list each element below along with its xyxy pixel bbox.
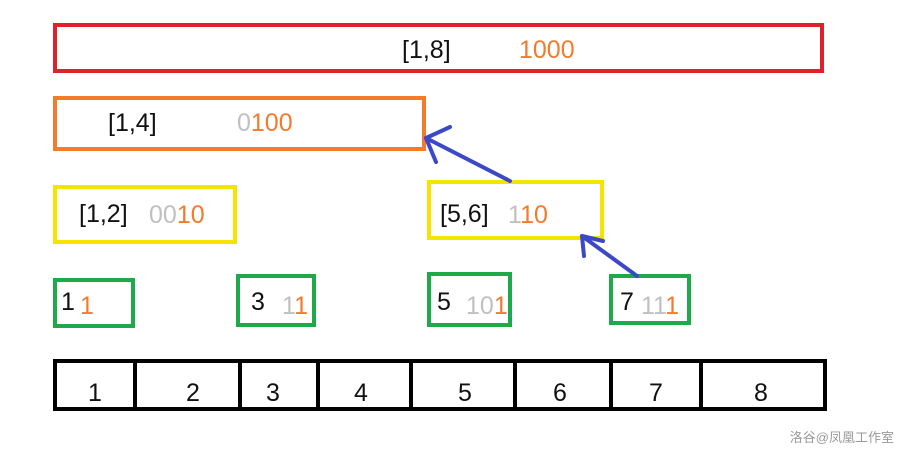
- node-1: [53, 278, 135, 328]
- node-1-code: 1: [80, 294, 94, 319]
- node-3-range: 3: [251, 288, 265, 316]
- node-1-8-code: 1000: [519, 38, 575, 63]
- node-3-code-hi: 1: [294, 292, 308, 320]
- node-1-8: [53, 23, 824, 73]
- node-3-code: 11: [282, 294, 308, 319]
- cell-divider: [699, 363, 703, 407]
- node-1-4-code: 0100: [237, 111, 293, 136]
- array-row: 1 2 3 4 5 6 7 8: [53, 359, 827, 411]
- node-1-4-code-hi: 100: [250, 109, 293, 137]
- node-1-2-range: [1,2]: [79, 200, 128, 228]
- node-3-code-gray: 1: [282, 292, 295, 320]
- node-7-code-hi: 1: [665, 292, 680, 320]
- node-7-range: 7: [620, 288, 634, 316]
- watermark: 洛谷@凤凰工作室: [789, 430, 894, 445]
- cell-divider: [133, 363, 137, 407]
- node-5: [427, 272, 512, 327]
- node-5-code: 101: [466, 294, 508, 319]
- cell-divider: [513, 363, 517, 407]
- node-5-6-range: [5,6]: [440, 200, 489, 228]
- node-1-4: [53, 96, 426, 151]
- cell-divider: [238, 363, 242, 407]
- node-7-code: 111: [641, 294, 679, 319]
- array-cell-4: 4: [354, 379, 368, 407]
- node-1-8-range: [1,8]: [402, 36, 451, 64]
- node-5-6: [427, 180, 604, 240]
- node-5-6-code-gray: 1: [508, 201, 521, 229]
- node-1-2-code: 0010: [149, 203, 205, 228]
- node-1-2-code-gray: 00: [149, 201, 177, 229]
- node-1-8-code-hi: 1000: [519, 36, 575, 64]
- node-5-6-code-hi: 10: [520, 201, 548, 229]
- arrow-7-to-5-6: [580, 234, 639, 278]
- arrow-5-6-to-1-4: [424, 125, 512, 183]
- node-5-range: 5: [437, 288, 451, 316]
- array-cell-2: 2: [186, 379, 200, 407]
- cell-divider: [316, 363, 320, 407]
- node-1-4-range: [1,4]: [108, 109, 157, 137]
- node-3: [236, 274, 316, 327]
- array-cell-1: 1: [88, 379, 102, 407]
- cell-divider: [609, 363, 613, 407]
- node-1-2-code-hi: 10: [176, 201, 205, 229]
- array-cell-7: 7: [649, 379, 663, 407]
- cell-divider: [409, 363, 413, 407]
- array-cell-8: 8: [754, 379, 768, 407]
- node-7-code-gray: 11: [641, 292, 666, 320]
- node-1-4-code-gray: 0: [237, 109, 251, 137]
- node-7: [609, 274, 691, 325]
- node-5-code-gray: 10: [466, 292, 494, 320]
- array-cell-6: 6: [553, 379, 567, 407]
- array-cell-3: 3: [266, 379, 280, 407]
- node-1-2: [53, 185, 237, 244]
- node-5-6-code: 110: [508, 203, 548, 228]
- node-1-code-hi: 1: [80, 292, 94, 320]
- node-1-range: 1: [61, 288, 75, 316]
- node-5-code-hi: 1: [493, 292, 508, 320]
- array-cell-5: 5: [458, 379, 472, 407]
